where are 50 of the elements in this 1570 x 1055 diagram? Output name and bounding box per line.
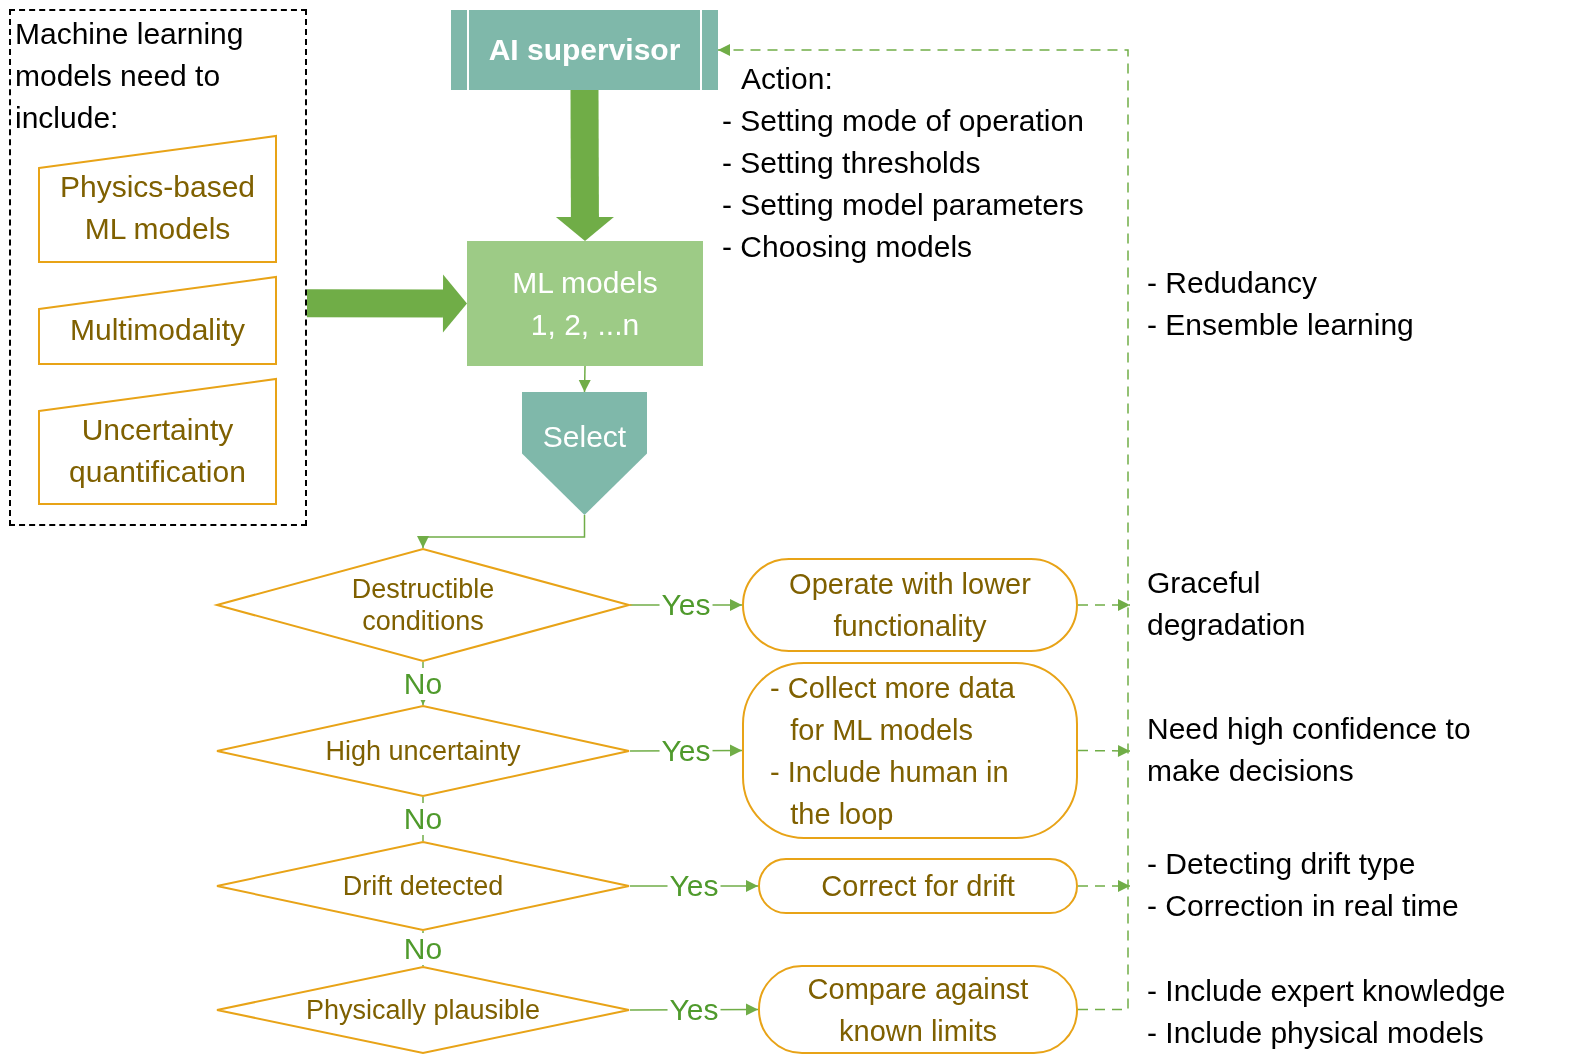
node-label: Destructible conditions (350, 573, 496, 637)
rounded-terminal-box (742, 662, 1078, 839)
rounded-terminal-box (758, 858, 1078, 914)
node-label: Select (542, 419, 627, 455)
manual-input-shape (38, 378, 277, 505)
node-label: - Include human in the loop (770, 754, 1010, 832)
node-label: - Collect more data for ML models (770, 670, 1016, 748)
predefined-process-box (451, 10, 718, 90)
offpage-connector-shape (522, 392, 647, 515)
node-label: Correct for drift (821, 869, 1015, 904)
node-label: AI supervisor (488, 32, 681, 68)
annotation-text: - Include expert knowledge (1147, 973, 1506, 1009)
annotation-text: - Redudancy (1147, 265, 1318, 301)
manual-input-shape (38, 135, 277, 263)
node-label: Physically plausible (305, 994, 541, 1026)
annotation-text: - Choosing models (722, 229, 973, 265)
annotation-text: Graceful degradation (1147, 565, 1307, 643)
dashed-group-box (9, 9, 307, 526)
annotation-text: - Correction in real time (1147, 888, 1460, 924)
block-arrow (555, 89, 614, 241)
arrow (578, 365, 591, 393)
node-label: ML models 1, 2, ...n (511, 264, 659, 343)
group-heading: Machine learning models need to include: (15, 16, 245, 136)
node-label: Uncertainty quantification (68, 411, 247, 490)
node-label: Multimodality (69, 311, 246, 348)
arrow (1077, 599, 1131, 611)
arrow (1077, 880, 1131, 892)
annotation-text: - Setting mode of operation (722, 103, 1084, 139)
decision-diamond (216, 966, 630, 1054)
node-label: Drift detected (342, 870, 504, 902)
annotation-text: - Setting thresholds (722, 145, 981, 181)
annotation-text: Need high confidence to make decisions (1147, 711, 1472, 789)
block-arrow (306, 274, 467, 333)
arrow (417, 514, 586, 549)
node-label: Operate with lower functionality (788, 567, 1032, 644)
annotation-text: - Detecting drift type (1147, 846, 1417, 882)
node-label: Physics-based ML models (58, 169, 257, 248)
decision-diamond (216, 705, 630, 797)
manual-input-shape (38, 276, 277, 365)
annotation-text: - Ensemble learning (1147, 307, 1414, 343)
arrow (717, 44, 1129, 1011)
decision-diamond (216, 841, 630, 931)
process-box (467, 241, 703, 366)
annotation-text: Action: (741, 61, 833, 97)
annotation-text: - Setting model parameters (722, 187, 1084, 223)
node-label: Compare against known limits (806, 971, 1030, 1049)
annotation-text: - Include physical models (1147, 1015, 1484, 1051)
node-label: High uncertainty (325, 735, 521, 767)
arrow (1077, 744, 1131, 757)
decision-diamond (216, 548, 630, 662)
